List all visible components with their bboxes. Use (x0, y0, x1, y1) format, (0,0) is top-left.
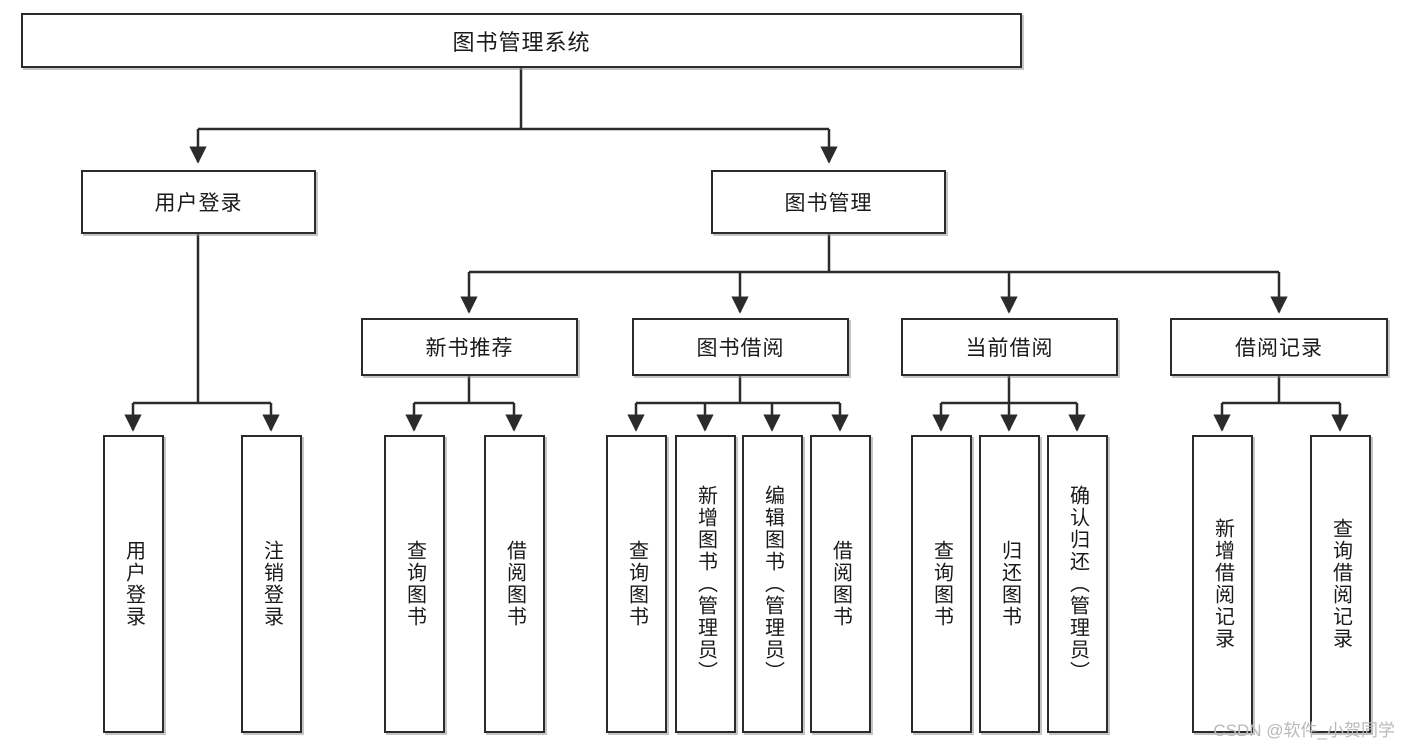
leaf-return-book[interactable]: 归还图书 (979, 435, 1040, 733)
leaf-add-borrow-record[interactable]: 新增借阅记录 (1192, 435, 1253, 733)
leaf-query-book-3[interactable]: 查询图书 (911, 435, 972, 733)
leaf-label: 查询图书 (930, 540, 953, 628)
leaf-label: 编辑图书（管理员） (761, 485, 784, 683)
leaf-label: 借阅图书 (829, 540, 852, 628)
node-current-borrow[interactable]: 当前借阅 (901, 318, 1118, 376)
node-label: 图书管理系统 (452, 29, 591, 55)
leaf-add-book[interactable]: 新增图书（管理员） (675, 435, 736, 733)
leaf-label: 查询图书 (625, 540, 648, 628)
leaf-user-login[interactable]: 用户登录 (103, 435, 164, 733)
leaf-label: 借阅图书 (503, 540, 526, 628)
node-borrow-record[interactable]: 借阅记录 (1170, 318, 1388, 376)
node-label: 用户登录 (154, 192, 243, 215)
node-label: 当前借阅 (965, 337, 1054, 360)
leaf-confirm-return[interactable]: 确认归还（管理员） (1047, 435, 1108, 733)
leaf-label: 新增图书（管理员） (694, 485, 717, 683)
node-book-borrow[interactable]: 图书借阅 (632, 318, 849, 376)
leaf-label: 查询图书 (403, 540, 426, 628)
leaf-label: 查询借阅记录 (1329, 518, 1352, 650)
leaf-borrow-book-2[interactable]: 借阅图书 (810, 435, 871, 733)
node-label: 图书借阅 (696, 337, 785, 360)
leaf-query-book-2[interactable]: 查询图书 (606, 435, 667, 733)
node-new-book-recommend[interactable]: 新书推荐 (361, 318, 578, 376)
leaf-query-book-1[interactable]: 查询图书 (384, 435, 445, 733)
leaf-edit-book[interactable]: 编辑图书（管理员） (742, 435, 803, 733)
leaf-label: 新增借阅记录 (1211, 518, 1234, 650)
node-label: 新书推荐 (425, 337, 514, 360)
node-book-management[interactable]: 图书管理 (711, 170, 946, 234)
node-root-system[interactable]: 图书管理系统 (21, 13, 1022, 68)
leaf-label: 用户登录 (122, 540, 145, 628)
leaf-logout-login[interactable]: 注销登录 (241, 435, 302, 733)
node-label: 借阅记录 (1235, 337, 1323, 360)
leaf-query-borrow-record[interactable]: 查询借阅记录 (1310, 435, 1371, 733)
leaf-label: 归还图书 (998, 540, 1021, 628)
node-user-login[interactable]: 用户登录 (81, 170, 316, 234)
leaf-borrow-book-1[interactable]: 借阅图书 (484, 435, 545, 733)
node-label: 图书管理 (784, 192, 873, 215)
leaf-label: 确认归还（管理员） (1066, 485, 1089, 683)
leaf-label: 注销登录 (260, 540, 283, 628)
watermark-text: CSDN @软件_小贺同学 (1213, 721, 1395, 740)
